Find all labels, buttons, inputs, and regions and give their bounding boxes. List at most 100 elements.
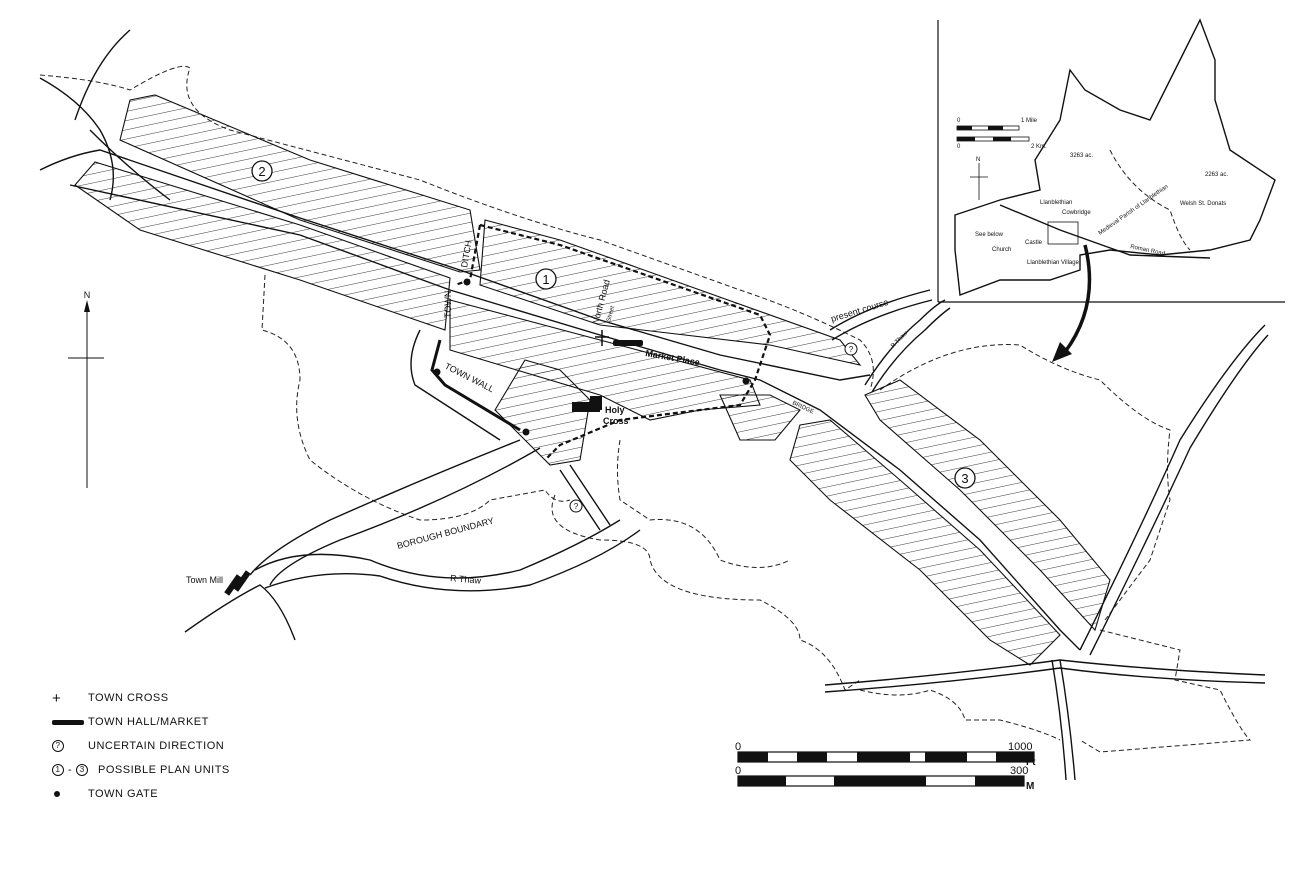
road-northeast-a (1079, 324, 1266, 651)
legend-label-town-gate: TOWN GATE (88, 788, 159, 800)
town-cross-legend-icon: + (52, 689, 62, 707)
holy-cross-label-b: Cross (603, 416, 629, 426)
legend-label-town-hall: TOWN HALL/MARKET (88, 716, 209, 728)
inset-roman-road (999, 204, 1211, 259)
town-mill-icon (224, 570, 251, 596)
road-south-a (559, 469, 601, 531)
plan-unit-1-ne (719, 394, 801, 441)
plan-unit-3-east (864, 379, 1111, 632)
legend-item-town-hall: TOWN HALL/MARKET (52, 710, 312, 734)
inset-see-below-box (1047, 221, 1079, 245)
inset-see-below: See below (975, 232, 1004, 238)
present-course-label: present course (830, 297, 890, 324)
legend-item-town-cross: + TOWN CROSS (52, 686, 312, 710)
plan-unit-1-north (479, 219, 862, 366)
inset-scale-zero-b: 0 (957, 144, 961, 150)
scale-m-max: 300 (1010, 765, 1028, 777)
uncertain-direction-icon-a (844, 342, 858, 356)
town-hall-market-icon (613, 340, 643, 346)
scale-bar-metres: 0 300 M (735, 765, 1034, 792)
inset-castle: Castle (1025, 240, 1043, 246)
plan-unit-2-marker (251, 160, 273, 182)
river-present-course-b (831, 299, 933, 341)
plan-unit-2-label: 2 (258, 164, 265, 179)
town-gate-southwest (433, 368, 441, 376)
plan-unit-2-south (74, 161, 451, 331)
scale-bar-feet: 0 1000 Ft (735, 741, 1036, 768)
town-gate-legend-icon (52, 791, 88, 797)
scale-ft-zero: 0 (735, 741, 741, 753)
inset-pointer-arrow-icon (1052, 244, 1092, 362)
road-east-south-b (1051, 659, 1067, 781)
inset-map: 0 1 Mile 0 2 Km. N Medieval Parish of Ll… (937, 18, 1285, 303)
town-mill-label: Town Mill (186, 575, 223, 585)
legend-label-town-cross: TOWN CROSS (88, 692, 169, 704)
inset-north-arrow: N (970, 157, 988, 200)
plan-units-legend-icon: 1 - 3 (52, 764, 98, 776)
plan-unit-3-west (789, 419, 1061, 666)
plan-unit-1-sw (494, 359, 591, 466)
borough-boundary-west (261, 274, 571, 521)
borough-boundary-southeast (1079, 629, 1252, 753)
inset-llanblethian: Llanblethian (1040, 200, 1072, 206)
borough-boundary-southwest (859, 689, 1061, 741)
inset-scale-mile: 0 1 Mile (956, 118, 1038, 131)
scale-ft-max: 1000 (1008, 741, 1032, 753)
legend-item-plan-units: 1 - 3 POSSIBLE PLAN UNITS (52, 758, 312, 782)
inset-north-label: N (976, 157, 980, 163)
town-defence-line (479, 223, 772, 461)
town-ditch-label-b: DITCH (459, 240, 474, 269)
scale-m-zero: 0 (735, 765, 741, 777)
inset-parish-title: Medieval Parish of Llanblethian (1098, 184, 1170, 237)
inset-scale-zero-a: 0 (957, 118, 961, 124)
uncertain-mark-b: ? (574, 502, 579, 511)
legend-label-plan-units: POSSIBLE PLAN UNITS (98, 764, 230, 776)
inset-llanblethian-village: Llanblethian Village (1027, 260, 1080, 266)
inset-welsh-st-donats: Welsh St. Donats (1180, 201, 1226, 207)
map-legend: + TOWN CROSS TOWN HALL/MARKET ? UNCERTAI… (52, 686, 312, 806)
inset-scale-mile-label: 1 Mile (1021, 118, 1038, 124)
plan-unit-1-label: 1 (542, 272, 549, 287)
road-east-horizontal-b (824, 667, 1266, 693)
inset-scale-km: 0 2 Km. (956, 136, 1047, 150)
road-to-mill-b (269, 447, 541, 586)
river-present-course (829, 289, 931, 331)
borough-boundary-label: BOROUGH BOUNDARY (396, 515, 495, 551)
town-gate-south (522, 428, 530, 436)
inset-acres-b: 2263 ac. (1205, 172, 1228, 178)
uncertain-direction-legend-icon: ? (52, 740, 88, 752)
holy-cross-church-icon (572, 396, 602, 412)
river-thaw-north-a (864, 299, 946, 386)
road-east-horizontal-a (824, 659, 1266, 686)
inset-cowbridge: Cowbridge (1062, 210, 1091, 216)
town-cross-icon (595, 330, 609, 346)
town-wall-outer (410, 329, 501, 441)
road-to-mill-a (249, 439, 521, 576)
north-label-main: N (84, 290, 91, 300)
scale-ft-unit: Ft (1026, 757, 1036, 768)
river-thaw-label-south: R Thaw (450, 573, 482, 586)
inset-parish-outline (954, 18, 1276, 296)
legend-item-town-gate: TOWN GATE (52, 782, 312, 806)
mill-channel (184, 584, 296, 641)
town-gate-west (463, 278, 471, 286)
borough-boundary-east (879, 344, 1171, 621)
plan-unit-1-marker (535, 268, 557, 290)
town-hall-legend-icon (52, 719, 88, 725)
road-northwest-b (74, 29, 131, 121)
uncertain-mark-a: ? (849, 345, 854, 354)
river-thaw-north-b (871, 307, 951, 393)
road-south-b (569, 464, 611, 526)
road-northeast-b (1089, 334, 1269, 656)
town-gate-east (742, 377, 750, 385)
main-road-north-edge (39, 149, 871, 381)
town-ditch-label-a: TOWN (443, 291, 453, 318)
holy-cross-label-a: Holy (605, 405, 625, 415)
river-thaw-south-a (254, 519, 621, 579)
plan-unit-3-marker (954, 467, 976, 489)
legend-item-uncertain: ? UNCERTAIN DIRECTION (52, 734, 312, 758)
uncertain-direction-icon-b (569, 499, 583, 513)
legend-label-uncertain: UNCERTAIN DIRECTION (88, 740, 225, 752)
